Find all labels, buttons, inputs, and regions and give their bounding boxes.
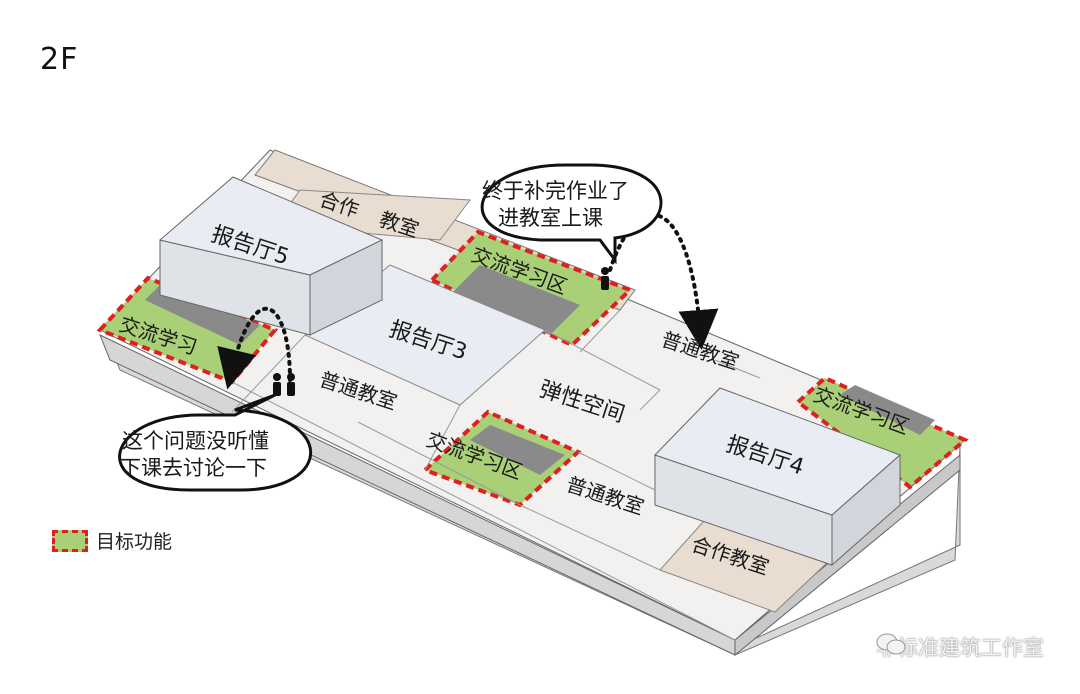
floor-label: 2F [40, 42, 79, 77]
watermark: 非标准建筑工作室 [876, 632, 1044, 662]
people-icon [273, 373, 295, 396]
lecture-hall-4-right [831, 453, 901, 567]
exchange-zone-top-screen [450, 265, 580, 335]
legend-swatch-target [52, 529, 88, 552]
bubble-left-line-1: 这个问题没听懂 [122, 429, 269, 453]
lecture-hall-5-right [309, 239, 383, 336]
speech-bubble-top [480, 163, 663, 265]
speech-bubble-left [118, 393, 312, 492]
bubble-left-line-2: 下课去讨论一下 [120, 456, 267, 480]
exchange-zone-left-screen [145, 285, 260, 345]
movement-arrow-left [217, 306, 292, 390]
person-icon [601, 267, 609, 290]
exchange-zone-right[interactable] [794, 375, 969, 490]
bubble-top-line-2: 进教室上课 [498, 206, 603, 230]
exchange-zone-middle-screen [470, 425, 565, 475]
exchange-zone-right-screen [840, 385, 935, 435]
movement-arrow-top [608, 212, 719, 350]
floor-grid-lines [231, 309, 761, 641]
wechat-icon [876, 633, 906, 655]
legend-label: 目标功能 [96, 531, 173, 553]
legend: 目标功能 [52, 527, 172, 554]
bubble-top-line-1: 终于补完作业了 [482, 179, 629, 203]
